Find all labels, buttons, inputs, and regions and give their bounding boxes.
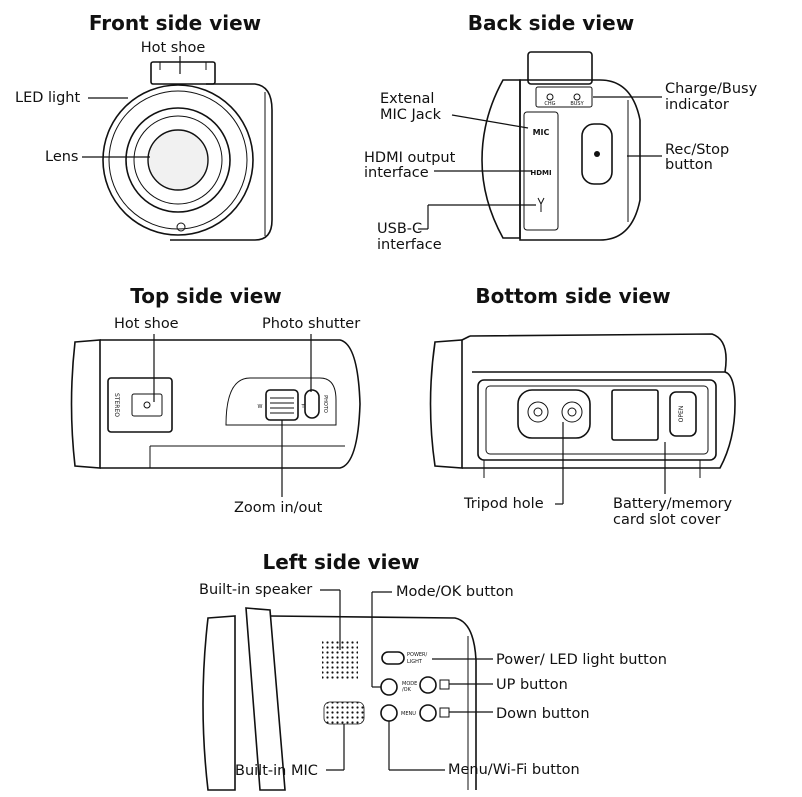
- charge-text: CHG: [544, 101, 555, 107]
- zoom-t-text: T: [300, 404, 305, 410]
- charge-led: [546, 93, 554, 101]
- back-camera-drawing: CHG BUSY MIC HDMI: [481, 51, 641, 241]
- photo-shutter-button: [304, 389, 320, 419]
- front-view-title: Front side view: [89, 11, 261, 35]
- top-hot-shoe: [107, 377, 173, 433]
- battery-cover: [611, 389, 659, 441]
- hot-shoe: [150, 61, 216, 85]
- label-power-led: Power/ LED light button: [496, 652, 667, 668]
- led-light-ring: [102, 84, 254, 236]
- label-tripod: Tripod hole: [463, 496, 544, 512]
- label-hdmi-1: HDMI output: [364, 150, 456, 166]
- down-indicator: [439, 707, 450, 718]
- label-front-hot-shoe: Hot shoe: [141, 40, 206, 56]
- left-view: Left side view POWER/ LIGHT MODE /OK: [199, 550, 667, 791]
- tripod-hole: [561, 401, 583, 423]
- bottom-view-title: Bottom side view: [475, 284, 670, 308]
- label-charge-2: indicator: [665, 97, 729, 113]
- label-up: UP button: [496, 677, 568, 693]
- power-led-button: [381, 651, 405, 665]
- top-camera-drawing: STEREO W T PHOTO: [70, 339, 361, 469]
- charge-busy-panel: [535, 86, 593, 108]
- back-lens-barrel: [481, 79, 521, 239]
- front-led-dot: [176, 222, 186, 232]
- up-indicator: [439, 679, 450, 690]
- left-flip-screen: [245, 607, 286, 791]
- label-rec-1: Rec/Stop: [665, 142, 729, 158]
- hdmi-port-text: HDMI: [530, 169, 551, 177]
- label-ext-mic-1: Extenal: [380, 91, 434, 107]
- label-front-led-light: LED light: [15, 90, 80, 106]
- label-hdmi-2: interface: [364, 165, 429, 181]
- top-lens-barrel: [70, 339, 101, 469]
- battery-latch: [669, 391, 697, 437]
- label-mic: Built-in MIC: [235, 763, 318, 779]
- label-charge-1: Charge/Busy: [665, 81, 758, 97]
- camera-body: [170, 83, 273, 241]
- bottom-door-frame: [477, 379, 717, 461]
- front-view: Front side view Hot shoe LED light Lens: [15, 11, 273, 241]
- label-menu-wifi: Menu/Wi-Fi button: [448, 762, 580, 778]
- label-usbc-1: USB-C: [377, 221, 422, 237]
- stereo-text: STEREO: [113, 393, 120, 417]
- back-view-title: Back side view: [468, 11, 634, 35]
- bottom-camera-body: [461, 335, 736, 469]
- rec-stop-button: [581, 123, 613, 185]
- left-lens-barrel: [202, 615, 236, 791]
- bottom-lens-barrel: [429, 339, 463, 469]
- left-camera-body: [269, 615, 477, 790]
- label-front-lens: Lens: [45, 149, 79, 165]
- light-text: LIGHT: [407, 659, 423, 665]
- back-camera-body: [519, 79, 641, 241]
- mode-ok-button: [380, 678, 398, 696]
- label-photo-shutter: Photo shutter: [262, 316, 360, 332]
- label-battery-1: Battery/memory: [613, 496, 733, 512]
- busy-text: BUSY: [570, 101, 584, 107]
- zoom-housing: [225, 377, 337, 426]
- left-view-title: Left side view: [262, 550, 419, 574]
- zoom-rocker: [265, 389, 299, 421]
- label-zoom: Zoom in/out: [234, 500, 323, 516]
- mic-grille: [323, 701, 365, 725]
- label-top-hot-shoe: Hot shoe: [114, 316, 179, 332]
- back-hot-shoe: [527, 51, 593, 85]
- label-ext-mic-2: MIC Jack: [380, 107, 442, 123]
- bottom-view: Bottom side view OPEN Tripod hole: [429, 284, 736, 528]
- mode-text: MODE: [402, 681, 417, 687]
- open-text: OPEN: [678, 406, 685, 423]
- tripod-mount: [517, 389, 591, 439]
- top-view: Top side view STEREO W T PHOTO Hot: [70, 284, 361, 516]
- power-text: POWER/: [407, 652, 428, 658]
- menu-wifi-button: [380, 704, 398, 722]
- top-view-title: Top side view: [130, 284, 282, 308]
- down-button: [419, 704, 437, 722]
- usb-icon: [537, 197, 545, 212]
- menu-text: MENU: [401, 711, 416, 717]
- top-camera-body: [100, 339, 361, 469]
- photo-text: PHOTO: [322, 395, 328, 413]
- label-down: Down button: [496, 706, 590, 722]
- label-rec-2: button: [665, 157, 713, 173]
- flip-screen: [469, 333, 727, 373]
- lens-outer-ring: [125, 107, 231, 213]
- label-speaker: Built-in speaker: [199, 582, 312, 598]
- front-camera-drawing: [102, 61, 273, 241]
- busy-led: [573, 93, 581, 101]
- label-usbc-2: interface: [377, 237, 442, 253]
- label-battery-2: card slot cover: [613, 512, 720, 528]
- lens-glass: [147, 129, 209, 191]
- ok-text: /OK: [402, 687, 412, 693]
- bottom-camera-drawing: OPEN: [429, 333, 736, 478]
- back-view: Back side view CHG BUSY MIC HDMI Extenal: [364, 11, 758, 253]
- mic-port-text: MIC: [533, 128, 550, 137]
- zoom-w-text: W: [258, 404, 263, 410]
- up-button: [419, 676, 437, 694]
- label-mode-ok: Mode/OK button: [396, 584, 514, 600]
- left-camera-drawing: POWER/ LIGHT MODE /OK MENU: [202, 607, 477, 791]
- rec-dot-icon: [594, 151, 600, 157]
